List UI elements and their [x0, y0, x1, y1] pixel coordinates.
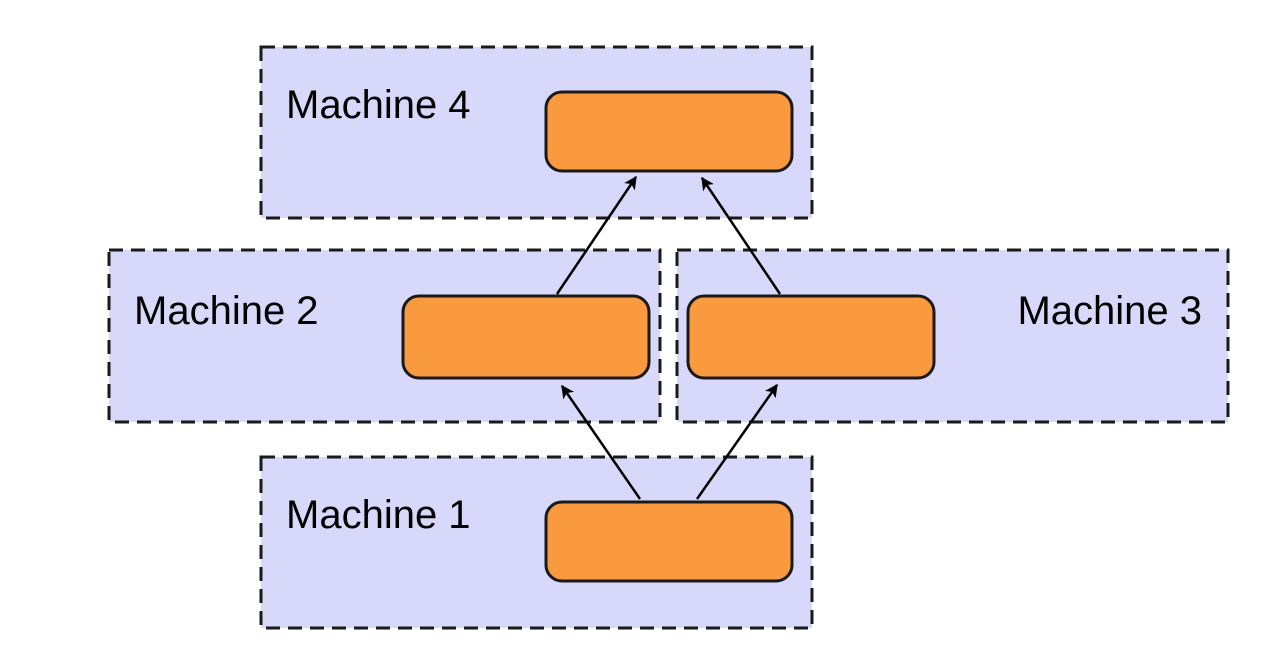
arrow-m1-to-m2 — [560, 384, 642, 500]
machine-2-label: Machine 2 — [134, 289, 319, 333]
machine-1-group: Machine 1 — [259, 455, 814, 630]
machine-3-task[interactable] — [686, 294, 936, 380]
machine-3-label: Machine 3 — [1017, 289, 1202, 333]
machine-4-group: Machine 4 — [259, 45, 814, 220]
machine-2-group: Machine 2 — [107, 248, 662, 424]
arrow-m1-to-m3 — [695, 383, 779, 500]
machine-1-task[interactable] — [544, 500, 794, 583]
arrow-m2-to-m4 — [555, 175, 638, 295]
machine-4-task[interactable] — [544, 90, 794, 173]
machine-1-label: Machine 1 — [286, 493, 471, 537]
machine-4-label: Machine 4 — [286, 83, 471, 127]
machine-2-task[interactable] — [401, 294, 651, 380]
arrow-m3-to-m4 — [700, 176, 782, 295]
machine-3-group: Machine 3 — [675, 248, 1230, 424]
arrows-layer — [555, 175, 782, 500]
